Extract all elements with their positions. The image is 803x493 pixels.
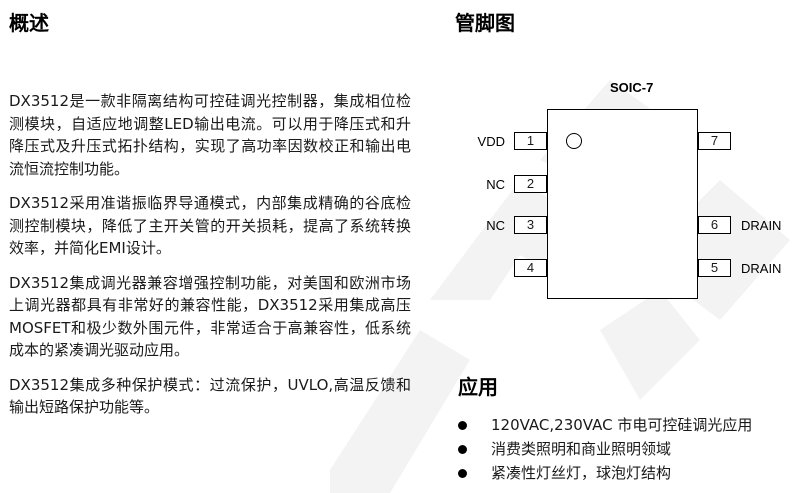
overview-paragraphs: DX3512是一款非隔离结构可控硅调光控制器，集成相位检测模块，自适应地调整LE…: [9, 90, 411, 431]
pinout-diagram: SOIC-7 VDD 1 NC 2 NC 3 4 7 6 DRAIN 5 DRA…: [455, 70, 803, 310]
pin-3-name: NC: [486, 218, 505, 233]
pin-1-name: VDD: [477, 134, 505, 149]
overview-paragraph: DX3512集成多种保护模式：过流保护，UVLO,高温反馈和输出短路保护功能等。: [9, 375, 411, 417]
list-item: 紧凑性灯丝灯，球泡灯结构: [458, 462, 752, 484]
pin-5-box: 5: [698, 259, 731, 277]
application-text: 紧凑性灯丝灯，球泡灯结构: [491, 464, 672, 482]
pinout-heading: 管脚图: [455, 11, 515, 35]
overview-heading: 概述: [9, 11, 49, 35]
bullet-icon: [458, 421, 467, 430]
application-text: 120VAC,230VAC 市电可控硅调光应用: [491, 416, 753, 434]
package-label: SOIC-7: [610, 80, 654, 95]
overview-paragraph: DX3512集成调光器兼容增强控制功能，对美国和欧洲市场上调光器都具有非常好的兼…: [9, 273, 411, 360]
list-item: 消费类照明和商业照明领域: [458, 438, 752, 460]
bullet-icon: [458, 469, 467, 478]
application-text: 消费类照明和商业照明领域: [491, 440, 672, 458]
overview-paragraph: DX3512是一款非隔离结构可控硅调光控制器，集成相位检测模块，自适应地调整LE…: [9, 92, 411, 178]
pin-1-box: 1: [514, 132, 547, 150]
pin1-indicator-icon: [566, 133, 582, 149]
applications-heading: 应用: [458, 375, 498, 399]
pin-7-box: 7: [698, 132, 731, 150]
bullet-icon: [458, 445, 467, 454]
pin-2-box: 2: [514, 175, 547, 193]
pin-6-name: DRAIN: [741, 218, 782, 233]
overview-paragraph: DX3512采用准谐振临界导通模式，内部集成精确的谷底检测控制模块，降低了主开关…: [9, 194, 411, 257]
list-item: 120VAC,230VAC 市电可控硅调光应用: [458, 414, 752, 436]
pin-3-box: 3: [514, 216, 547, 234]
applications-list: 120VAC,230VAC 市电可控硅调光应用 消费类照明和商业照明领域 紧凑性…: [458, 414, 752, 486]
pin-5-name: DRAIN: [741, 261, 782, 276]
pin-4-box: 4: [514, 259, 547, 277]
pin-6-box: 6: [698, 216, 731, 234]
pin-2-name: NC: [486, 177, 505, 192]
